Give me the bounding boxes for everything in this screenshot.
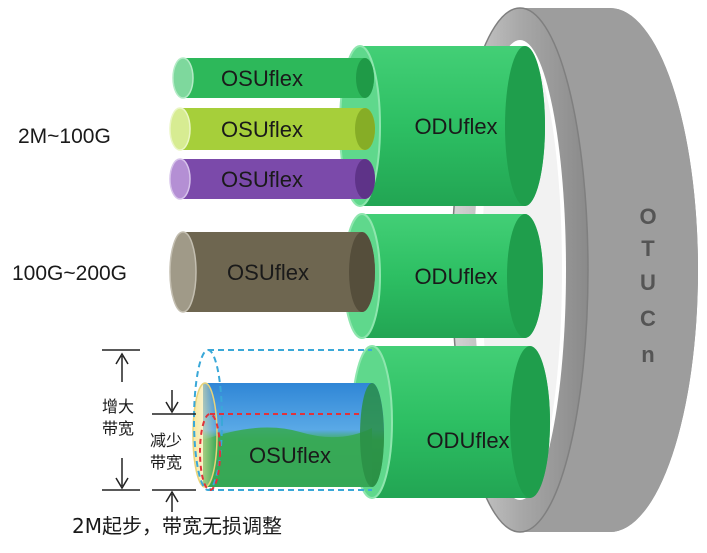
osu-tube-1-end: [356, 58, 374, 98]
osu-tube-2-mouth: [169, 107, 191, 151]
increase-bandwidth-annotation: 增大 带宽: [102, 349, 140, 491]
osu-tube-5-hills: [203, 427, 372, 487]
osu-label-1: OSUflex: [221, 66, 303, 91]
range-label-low: 2M~100G: [18, 125, 111, 148]
osu-tube-4-end: [349, 232, 375, 312]
osu-tube-1-mouth: [172, 57, 194, 99]
decrease-arrow-up-icon: [165, 490, 179, 503]
increase-arrow-up-icon: [115, 352, 129, 365]
osu-tube-3-body: [180, 159, 375, 199]
osu-tube-3-end: [355, 159, 375, 199]
osu-tube-1: OSUflex: [172, 57, 374, 99]
decrease-bandwidth-annotation: 减少 带宽: [150, 390, 196, 512]
osu-tube-4-mouth: [169, 231, 197, 313]
osu-label-4: OSUflex: [227, 260, 309, 285]
osu-tube-5-mouth: [192, 382, 218, 488]
increase-arrow-down-icon: [115, 477, 129, 490]
odu-tube-3-body: [372, 346, 550, 498]
osu-label-5: OSUflex: [249, 443, 331, 468]
osu-tube-2-body: [180, 108, 375, 150]
osu-tube-4: OSUflex: [169, 231, 375, 313]
caption: 2M起步，带宽无损调整: [72, 514, 282, 538]
range-label-high: 100G~200G: [12, 262, 127, 285]
otucn-letter-3: U: [640, 270, 656, 295]
osu-tube-1-body: [183, 58, 374, 98]
otucn-label: O T U C n: [639, 204, 656, 367]
osu-label-2: OSUflex: [221, 117, 303, 142]
odu-label-1: ODUflex: [414, 114, 497, 139]
odu-tube-2-end: [507, 214, 543, 338]
osu-tube-2: OSUflex: [169, 107, 375, 151]
osu-tube-5-end: [360, 383, 384, 487]
otucn-letter-2: T: [641, 236, 655, 261]
odu-label-2: ODUflex: [414, 264, 497, 289]
odu-tube-3-end: [510, 346, 550, 498]
odu-tube-1-body: [360, 46, 545, 206]
odu-tube-2-body: [362, 214, 543, 338]
odu-tube-1-end: [505, 46, 545, 206]
otucn-letter-4: C: [640, 306, 656, 331]
odu-label-3: ODUflex: [426, 428, 509, 453]
osu-tube-2-end: [355, 108, 375, 150]
osu-label-3: OSUflex: [221, 167, 303, 192]
osu-tube-3-mouth: [169, 158, 191, 200]
osu-tube-3: OSUflex: [169, 158, 375, 200]
increase-text-1: 增大: [102, 397, 134, 416]
decrease-arrow-down-icon: [165, 401, 179, 414]
osu-tube-5-adjustable: OSUflex: [192, 349, 384, 491]
increase-text-2: 带宽: [102, 419, 134, 438]
decrease-outline-mouth: [199, 413, 221, 491]
osu-tube-4-body: [183, 232, 375, 312]
otucn-letter-5: n: [641, 342, 654, 367]
otucn-letter-1: O: [639, 204, 656, 229]
decrease-text-1: 减少: [150, 431, 182, 450]
decrease-text-2: 带宽: [150, 453, 182, 472]
